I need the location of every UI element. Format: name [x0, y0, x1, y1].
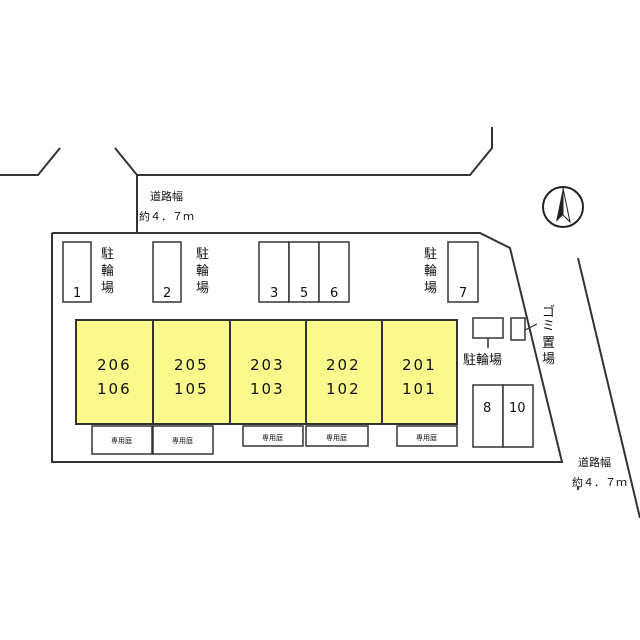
unit-label-103: 103 [250, 380, 285, 398]
garbage-pointer [524, 323, 538, 331]
garbage-char: 置 [542, 336, 555, 351]
unit-201-101 [381, 319, 458, 425]
parking-row-right [472, 384, 534, 448]
road-right-label-line1: 道路幅 [578, 455, 611, 469]
garbage-char: 場 [542, 352, 555, 367]
bike-char: 輪 [101, 263, 114, 279]
unit-label-203: 203 [250, 356, 285, 374]
garbage-char: ゴ [542, 304, 555, 320]
bike-char: 場 [196, 281, 209, 296]
garbage-area-label: ゴ ミ 置 場 [542, 304, 555, 367]
parking-label-3: 3 [270, 286, 278, 301]
unit-202-102 [305, 319, 383, 425]
parking-space-8 [472, 384, 504, 448]
unit-label-102: 102 [326, 380, 361, 398]
unit-label-205: 205 [174, 356, 209, 374]
unit-label-105: 105 [174, 380, 209, 398]
bike-rack-box [472, 317, 504, 339]
bike-char: 駐 [101, 247, 114, 262]
unit-label-101: 101 [402, 380, 437, 398]
parking-label-10: 10 [509, 401, 526, 416]
private-garden-label: 専用庭 [326, 433, 347, 442]
parking-space-6 [318, 241, 350, 303]
parking-label-7: 7 [459, 286, 467, 301]
garbage-box [510, 317, 526, 341]
parking-space-10 [502, 384, 534, 448]
bike-parking-middle: 駐 輪 場 [196, 247, 209, 296]
parking-space-7 [447, 241, 479, 303]
private-garden-2 [152, 425, 214, 455]
unit-206-106 [75, 319, 154, 425]
unit-label-201: 201 [402, 356, 437, 374]
bike-char: 輪 [196, 263, 209, 279]
unit-label-106: 106 [97, 380, 132, 398]
private-garden-label: 専用庭 [262, 433, 283, 442]
north-arrow-icon [542, 186, 584, 228]
parking-row-top [62, 241, 479, 303]
bike-char: 駐 [424, 247, 437, 262]
property-boundary [51, 232, 564, 463]
parking-space-1 [62, 241, 92, 303]
road-top-label-line2: 約４．７ｍ [139, 209, 194, 223]
parking-space-2 [152, 241, 182, 303]
right-facilities [472, 317, 526, 348]
bike-parking-horizontal: 駐輪場 [463, 352, 502, 368]
unit-205-105 [152, 319, 231, 425]
parking-label-6: 6 [330, 286, 338, 301]
bike-parking-right: 駐 輪 場 [424, 247, 437, 296]
road-outlines [0, 127, 640, 519]
unit-203-103 [229, 319, 307, 425]
private-garden-1 [91, 425, 153, 455]
building [75, 319, 458, 425]
parking-label-2: 2 [163, 286, 171, 301]
parking-label-8: 8 [483, 401, 491, 416]
unit-label-202: 202 [326, 356, 361, 374]
bike-char: 輪 [424, 263, 437, 279]
bike-char: 場 [101, 281, 114, 296]
bike-char: 場 [424, 281, 437, 296]
private-gardens [91, 425, 458, 455]
parking-label-5: 5 [300, 286, 308, 301]
garbage-char: ミ [542, 319, 555, 334]
unit-label-206: 206 [97, 356, 132, 374]
private-garden-label: 専用庭 [172, 436, 193, 445]
private-garden-3 [242, 425, 304, 447]
private-garden-4 [305, 425, 369, 447]
private-garden-5 [396, 425, 458, 447]
parking-label-1: 1 [73, 286, 81, 301]
parking-space-5 [288, 241, 320, 303]
private-garden-label: 専用庭 [111, 436, 132, 445]
road-right-label-line2: 約４．７ｍ [572, 475, 627, 489]
road-top-label-line1: 道路幅 [150, 189, 183, 203]
private-garden-label: 専用庭 [416, 433, 437, 442]
bike-char: 駐 [196, 247, 209, 262]
bike-parking-left: 駐 輪 場 [101, 247, 114, 296]
